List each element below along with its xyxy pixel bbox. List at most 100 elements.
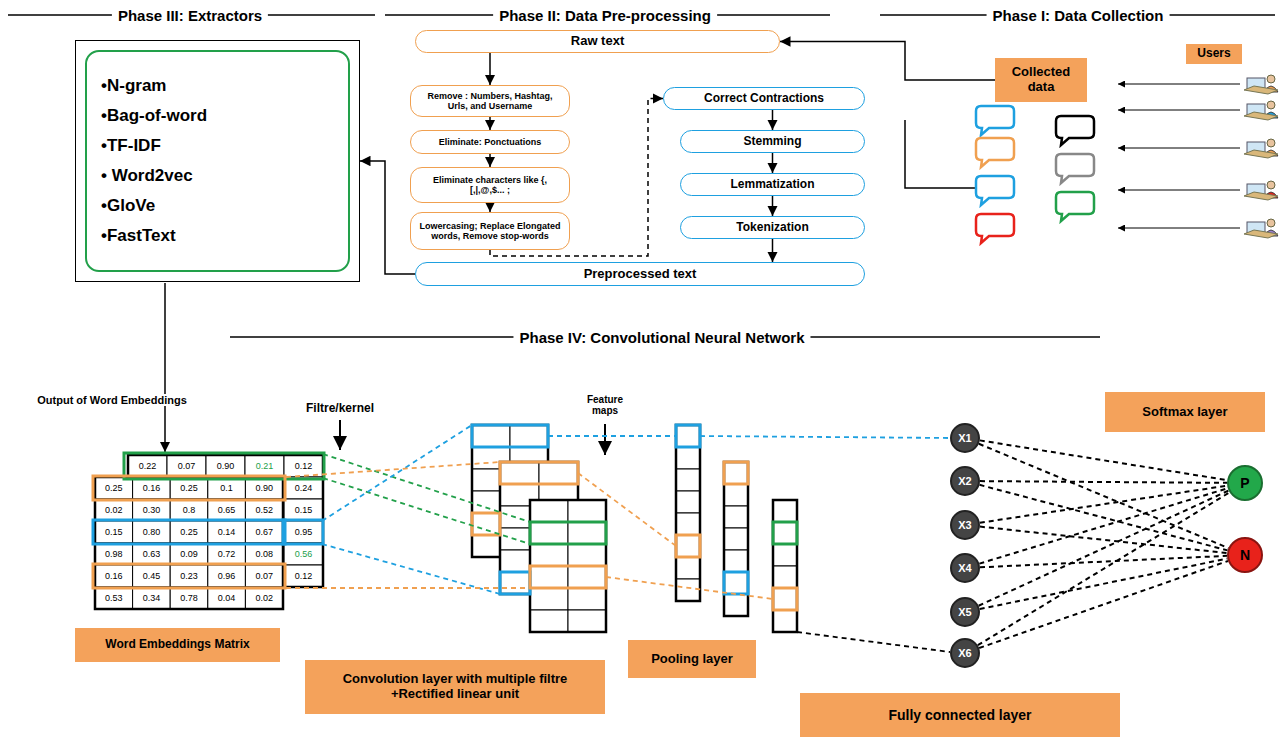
highlight [93,476,285,500]
grid-cell [95,499,133,521]
dense-link [980,440,1227,480]
output-neuron: P [1227,465,1263,501]
grid-cell [724,484,748,506]
grid-cell [245,455,284,477]
node-text: Word Embeddings Matrix [105,638,249,652]
grid-cell [568,566,606,588]
process-box: Raw text [415,30,780,53]
process-box: Remove : Numbers, Hashtag, Urls, and Use… [410,85,570,117]
grid-cell [568,500,606,522]
user-icon [1244,219,1278,238]
tag-box: Word Embeddings Matrix [75,628,280,662]
grid-cell [206,565,245,587]
user-head [1267,101,1275,109]
neuron: X3 [950,510,980,540]
table-cell: 0.52 [255,505,273,515]
process-box: Eliminate: Ponctuations [410,130,570,154]
table-cell: 0.04 [218,593,236,603]
user-head [1267,181,1275,189]
speech-bubble [976,106,1014,135]
table-cell: 0.07 [178,461,196,471]
grid-cell [530,544,568,566]
node-text: X2 [958,475,971,488]
grid-cell [133,587,171,609]
node-text: Collected data [1001,65,1081,95]
grid-cell [530,500,568,522]
table-cell: 0.16 [143,483,161,493]
highlight [676,535,700,557]
table-cell: 0.34 [143,593,161,603]
dense-link [978,492,1230,645]
node-text: Pooling layer [651,652,733,667]
process-box: Eliminate characters like {,[,|,@,$... ; [410,167,570,203]
grid-cell [206,543,245,565]
grid-cell [568,544,606,566]
user-icon [1244,75,1278,94]
featuremap-arrow [604,424,606,455]
grid-cell [676,557,700,579]
user-arrow [1118,84,1240,85]
grid-cell [167,455,206,477]
embedding-arrow [164,283,166,452]
grid-cell [95,543,133,565]
highlight [283,520,323,544]
grid-cell [530,588,568,610]
process-box: Lemmatization [680,173,865,196]
list-item: • Word2vec [101,161,193,191]
tag-box: Fully connected layer [800,693,1120,737]
grid-cell [206,455,245,477]
node-text: Eliminate: Ponctuations [439,137,542,147]
grid-outline [676,425,700,601]
highlight [530,522,606,544]
table-cell: 0.15 [105,527,123,537]
grid [530,500,606,632]
grid-cell [773,500,797,522]
neuron: X1 [950,423,980,453]
highlight [773,588,797,610]
grid-cell [245,565,284,587]
list-item: •Bag-of-word [101,101,207,131]
dashed-links [286,425,950,652]
grid-cell [676,469,700,491]
flow-arrow [489,203,491,212]
flow-arrow [772,110,774,130]
extractor-frame: •N-gram•Bag-of-word•TF-IDF• Word2vec•Glo… [85,50,350,272]
black-link [797,632,950,652]
grid-cell [170,587,208,609]
grid-cell [284,521,323,543]
speech-bubble [976,138,1014,167]
grid-outline [530,500,606,632]
grid-cell [676,579,700,601]
grid-cell [724,594,748,616]
table-cell: 0.22 [139,461,157,471]
dense-link [979,491,1229,606]
dense-link [980,556,1227,567]
grid-cell [676,447,700,469]
table-cell: 0.65 [218,505,236,515]
grid-cell [208,543,246,565]
neuron: X5 [950,597,980,627]
speech-bubbles [976,106,1094,243]
grid-cell [284,455,323,477]
table-cell: 0.30 [143,505,161,515]
node-text: Convolution layer with multiple filtre +… [311,672,599,702]
grid-cell [206,521,245,543]
table-cell: 0.02 [255,593,273,603]
grid-cell [676,513,700,535]
highlight [93,564,285,588]
highlight [773,522,797,544]
grid-cell [245,521,283,543]
grid-cell [568,588,606,610]
node-text: X6 [958,647,971,660]
dense-link [979,488,1227,563]
node-text: Remove : Numbers, Hashtag, Urls, and Use… [419,91,561,112]
grid-cell [133,565,171,587]
node-text: Lemmatization [730,178,814,192]
phase-heading: Phase II: Data Pre-processing [493,7,717,24]
grid-cell [245,521,284,543]
list-item: •TF-IDF [101,131,161,161]
grid-cell [676,535,700,557]
neuron: X4 [950,553,980,583]
table-cell: 0.98 [105,549,123,559]
process-box: Correct Contractions [663,87,865,110]
